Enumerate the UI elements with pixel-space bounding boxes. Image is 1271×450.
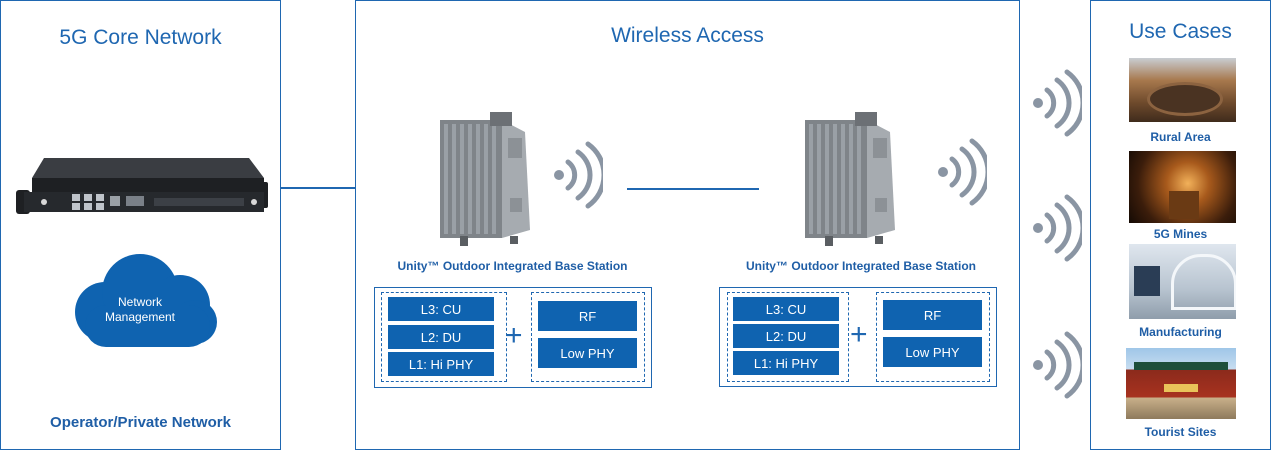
station-2-layer-rf: RF xyxy=(883,300,982,330)
core-network-title: 5G Core Network xyxy=(59,26,222,49)
station-2-layer-hiphy: L1: Hi PHY xyxy=(733,351,839,375)
signal-icon xyxy=(1033,331,1082,399)
station-stack-1 xyxy=(374,287,652,388)
station-1-layer-rf: RF xyxy=(538,301,637,331)
use-case-label: Rural Area xyxy=(1150,130,1211,144)
base-station-icon xyxy=(805,112,895,246)
base-station-icon xyxy=(440,112,530,246)
mines-image xyxy=(1129,151,1236,223)
cloud-icon xyxy=(75,254,217,347)
station-2-layer-cu: L3: CU xyxy=(733,297,839,321)
signal-icon xyxy=(1033,194,1082,262)
station-stack-2 xyxy=(719,287,997,387)
wireless-access-title: Wireless Access xyxy=(611,24,764,47)
station-2-layer-du: L2: DU xyxy=(733,324,839,348)
use-cases-title: Use Cases xyxy=(1129,20,1232,43)
use-case-label: Tourist Sites xyxy=(1144,425,1217,439)
signal-icon xyxy=(1033,69,1082,137)
base-station-label-2: Unity™ Outdoor Integrated Base Station xyxy=(745,259,976,273)
signal-icon xyxy=(938,138,987,206)
station-1-right-group xyxy=(531,292,645,382)
station-2-layer-lowphy: Low PHY xyxy=(883,337,982,367)
manufacturing-image xyxy=(1129,244,1236,319)
core-network-footer: Operator/Private Network xyxy=(50,414,231,431)
server-icon xyxy=(16,158,268,214)
station-1-layer-hiphy: L1: Hi PHY xyxy=(388,352,494,376)
station-1-layer-lowphy: Low PHY xyxy=(538,338,637,368)
station-1-layer-cu: L3: CU xyxy=(388,297,494,321)
station-2-right-group xyxy=(876,292,990,382)
use-case-label: Manufacturing xyxy=(1139,325,1222,339)
core-to-access-link xyxy=(281,187,355,189)
tourist-sites-image xyxy=(1126,348,1236,419)
core-network-panel xyxy=(0,0,281,450)
station-2-left-group xyxy=(727,292,849,382)
cloud-label: Network Management xyxy=(104,295,176,324)
station-link xyxy=(627,188,759,190)
base-station-label-1: Unity™ Outdoor Integrated Base Station xyxy=(397,259,628,273)
station-2-plus: + xyxy=(850,318,868,351)
station-1-plus: + xyxy=(505,319,523,352)
signal-icon xyxy=(554,141,603,209)
station-1-layer-du: L2: DU xyxy=(388,325,494,349)
rural-area-image xyxy=(1129,58,1236,122)
station-1-left-group xyxy=(381,292,507,382)
use-case-label: 5G Mines xyxy=(1153,227,1208,241)
